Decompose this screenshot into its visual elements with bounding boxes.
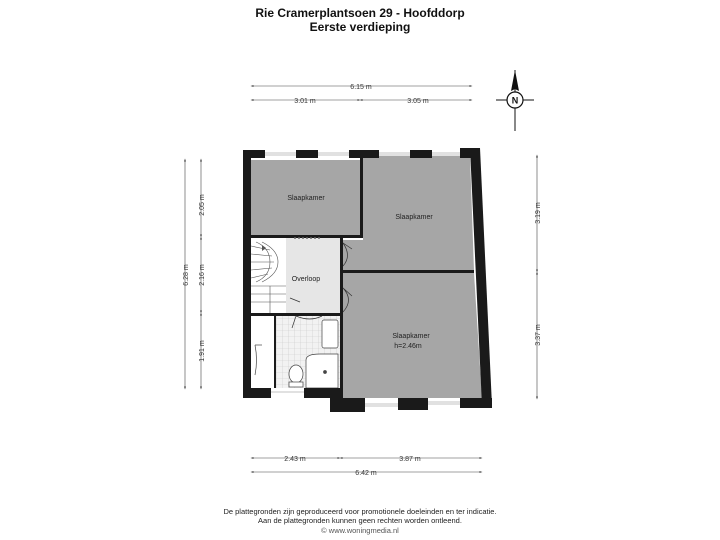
label-bedroom-top-left: Slaapkamer — [287, 195, 325, 202]
label-bedroom-bottom-right: Slaapkamer — [392, 333, 430, 340]
walls — [243, 148, 492, 412]
label-bedroom-top-right: Slaapkamer — [395, 214, 433, 221]
sink-icon — [321, 319, 339, 349]
north-compass-icon: N — [496, 70, 534, 131]
dimension-left-bottom: 1.91 m — [199, 312, 206, 390]
dim-label: 6.42 m — [355, 470, 377, 477]
dim-label: 6.28 m — [183, 264, 190, 286]
dimension-top-right: 3.05 m — [359, 98, 473, 105]
dim-label: 2.16 m — [199, 264, 206, 286]
door-landing-icon — [289, 297, 301, 303]
dimension-bottom-left: 2.43 m — [250, 456, 341, 463]
doors — [289, 242, 353, 329]
dim-label: 2.43 m — [284, 456, 306, 463]
disclaimer-line-1: De plattegronden zijn geproduceerd voor … — [223, 507, 497, 516]
dimension-left-total: 6.28 m — [183, 158, 190, 390]
compass-label: N — [512, 96, 519, 106]
dimension-top-left: 3.01 m — [250, 98, 361, 105]
room-landing — [286, 238, 340, 313]
dimension-bottom-right: 3.87 m — [339, 456, 483, 463]
floor-subtitle: Eerste verdieping — [309, 20, 411, 34]
dim-label: 3.87 m — [399, 456, 421, 463]
disclaimer-line-2: Aan de plattegronden kunnen geen rechten… — [258, 516, 462, 525]
room-bedroom-bottom-right — [342, 273, 482, 398]
room-fills — [251, 156, 482, 398]
room-bedroom-top-right — [342, 156, 474, 271]
door-top-right-icon — [342, 242, 353, 267]
dim-label: 1.91 m — [199, 340, 206, 362]
label-bedroom-bottom-right-height: h=2.46m — [394, 343, 422, 350]
label-landing: Overloop — [292, 276, 321, 283]
dim-label: 3.05 m — [407, 98, 429, 105]
dimension-top-total: 6.15 m — [250, 84, 473, 91]
door-bottom-right-icon — [342, 287, 353, 313]
shower-icon — [305, 353, 339, 389]
dim-label: 2.05 m — [199, 194, 206, 216]
stair-arrow-icon — [262, 245, 266, 251]
bathroom-fixtures — [254, 319, 339, 389]
staircase — [250, 241, 286, 313]
windows — [265, 152, 460, 407]
dimension-right-top: 3.19 m — [535, 154, 542, 273]
dimension-bottom-total: 6.42 m — [250, 470, 483, 477]
dimension-left-mid: 2.16 m — [199, 236, 206, 314]
dim-label: 6.15 m — [350, 84, 372, 91]
toilet-icon — [288, 364, 304, 384]
dimension-right-bottom: 3.37 m — [535, 271, 542, 400]
storage-area — [251, 316, 275, 388]
dim-label: 3.01 m — [294, 98, 316, 105]
dim-label: 3.19 m — [535, 202, 542, 224]
website-credit: © www.woningmedia.nl — [321, 526, 399, 535]
room-bedroom-top-left — [251, 160, 360, 236]
door-bathroom-icon — [291, 315, 323, 329]
dim-label: 3.37 m — [535, 324, 542, 346]
page-title: Rie Cramerplantsoen 29 - Hoofddorp — [255, 6, 465, 20]
stair-area — [251, 238, 286, 313]
dimension-left-top: 2.05 m — [199, 158, 206, 238]
